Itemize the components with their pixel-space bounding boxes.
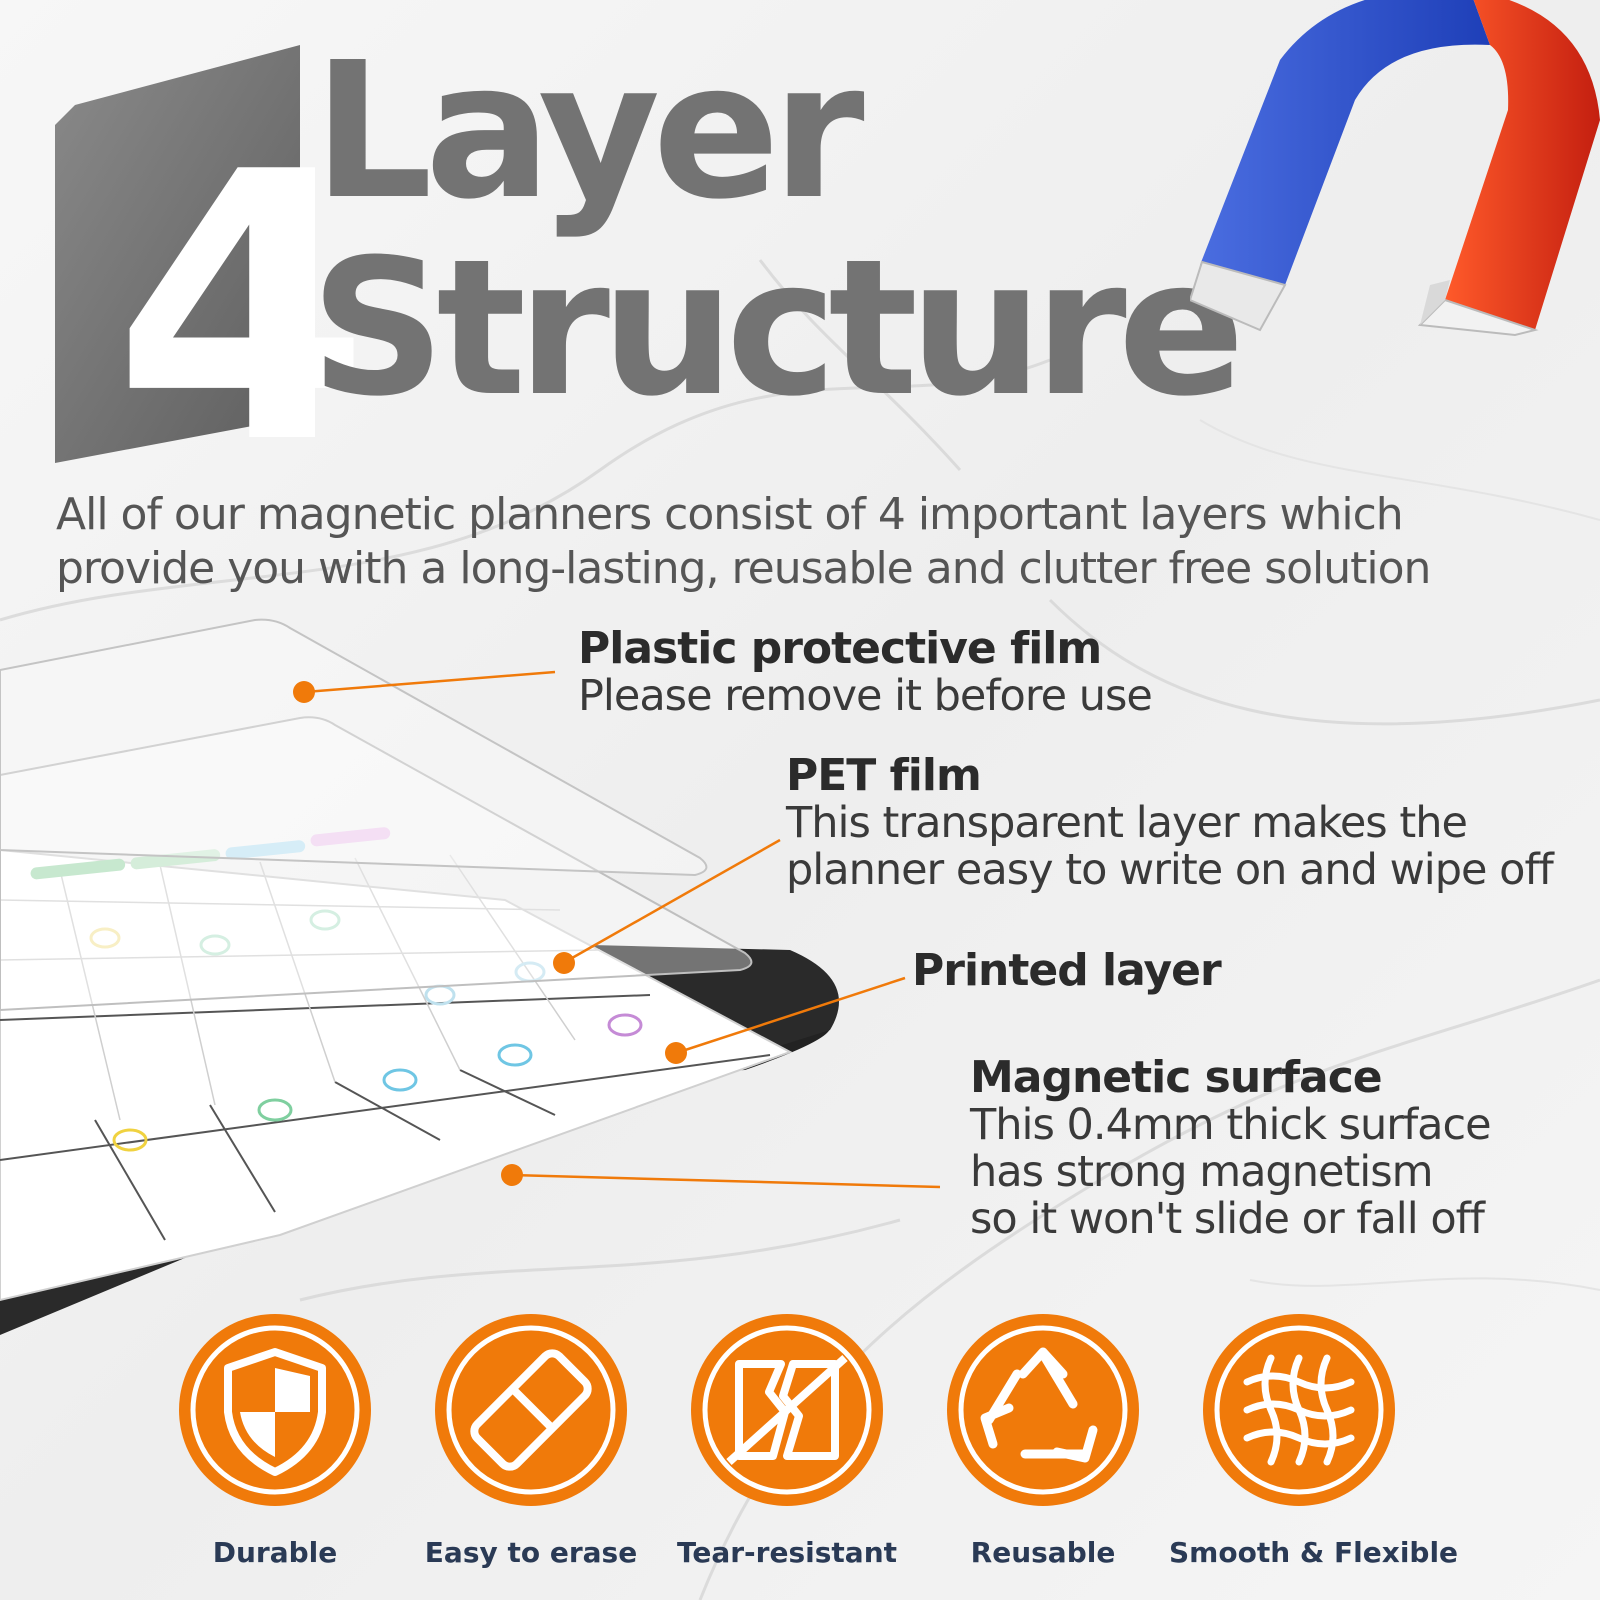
feature-smooth-flexible: Smooth & Flexible bbox=[1169, 1312, 1459, 1569]
callout-desc-line: This 0.4mm thick surface bbox=[970, 1100, 1492, 1150]
reusable-badge bbox=[945, 1312, 1141, 1508]
recycle-icon bbox=[947, 1314, 1139, 1506]
callout-title: PET film bbox=[786, 750, 982, 801]
feature-durable: Durable bbox=[145, 1312, 405, 1569]
printed-layer bbox=[0, 848, 793, 1302]
feature-label: Easy to erase bbox=[424, 1536, 638, 1569]
intro-paragraph: All of our magnetic planners consist of … bbox=[56, 488, 1516, 596]
callout-printed-layer: Printed layer bbox=[912, 945, 1222, 996]
feature-badges: Durable Easy to erase bbox=[0, 1300, 1600, 1600]
feature-label: Tear-resistant bbox=[676, 1536, 898, 1569]
headline-word-structure: Structure bbox=[310, 219, 1245, 438]
headline-word-layer: Layer bbox=[313, 22, 865, 241]
headline-number: 4 bbox=[113, 95, 370, 525]
tear-resistant-icon bbox=[691, 1314, 883, 1506]
feature-tear-resistant: Tear-resistant bbox=[657, 1312, 917, 1569]
callout-description: Please remove it before use bbox=[578, 671, 1153, 721]
callout-desc-line: This transparent layer makes the bbox=[786, 798, 1468, 848]
callout-pet-film: PET film This transparent layer makes th… bbox=[786, 750, 1554, 895]
callout-desc-line: so it won't slide or fall off bbox=[970, 1194, 1485, 1244]
headline-number-plate: 4 bbox=[55, 45, 370, 495]
leader-dot-protective-film bbox=[293, 681, 315, 703]
callout-description: This transparent layer makes the planner… bbox=[786, 798, 1554, 895]
leader-dot-pet-film bbox=[553, 952, 575, 974]
shield-icon bbox=[179, 1314, 371, 1506]
callout-protective-film: Plastic protective film Please remove it… bbox=[578, 623, 1153, 721]
feature-label: Reusable bbox=[970, 1536, 1116, 1569]
easy-to-erase-badge bbox=[433, 1312, 629, 1508]
feature-easy-to-erase: Easy to erase bbox=[401, 1312, 661, 1569]
layer-stack-illustration bbox=[0, 618, 941, 1335]
feature-reusable: Reusable bbox=[913, 1312, 1173, 1569]
protective-film-layer bbox=[0, 618, 708, 877]
flexible-mesh-icon bbox=[1203, 1314, 1395, 1506]
tear-resistant-badge bbox=[689, 1312, 885, 1508]
callout-title: Magnetic surface bbox=[970, 1052, 1383, 1103]
horseshoe-magnet-icon bbox=[1190, 0, 1600, 337]
feature-label: Smooth & Flexible bbox=[1169, 1536, 1459, 1569]
callout-title: Printed layer bbox=[912, 945, 1222, 996]
callout-magnetic-surface: Magnetic surface This 0.4mm thick surfac… bbox=[970, 1052, 1492, 1244]
smooth-flexible-badge bbox=[1201, 1312, 1397, 1508]
durable-badge bbox=[177, 1312, 373, 1508]
callout-description: This 0.4mm thick surface has strong magn… bbox=[970, 1100, 1492, 1244]
intro-line-2: provide you with a long-lasting, reusabl… bbox=[56, 543, 1431, 594]
callout-desc-line: has strong magnetism bbox=[970, 1147, 1434, 1197]
callout-desc-line: planner easy to write on and wipe off bbox=[786, 845, 1554, 895]
intro-line-1: All of our magnetic planners consist of … bbox=[56, 489, 1404, 540]
leader-dot-magnetic-surface bbox=[501, 1164, 523, 1186]
feature-label: Durable bbox=[212, 1536, 338, 1569]
callout-title: Plastic protective film bbox=[578, 623, 1102, 674]
callout-desc-line: Please remove it before use bbox=[578, 671, 1153, 721]
leader-dot-printed-layer bbox=[665, 1042, 687, 1064]
eraser-icon bbox=[435, 1314, 627, 1506]
